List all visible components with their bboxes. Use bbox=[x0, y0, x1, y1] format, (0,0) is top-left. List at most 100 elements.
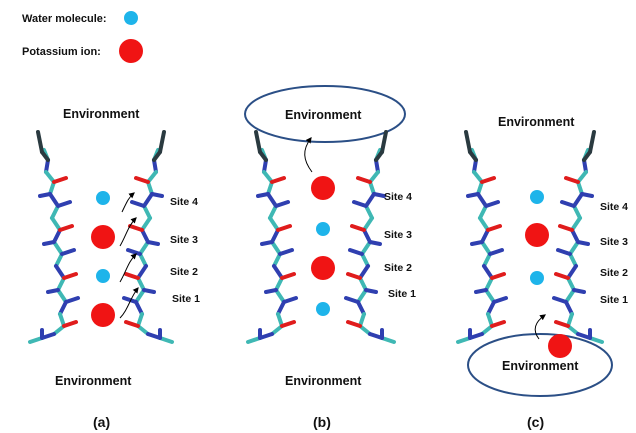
chain-bond bbox=[272, 264, 284, 280]
chain-side-bond bbox=[274, 200, 290, 208]
chain-bond bbox=[276, 312, 284, 328]
chain-side-bond bbox=[130, 200, 146, 208]
chain-side-bond bbox=[280, 272, 296, 280]
chain-side-bond bbox=[490, 320, 506, 328]
chain-bond bbox=[566, 264, 578, 280]
chain-bond bbox=[588, 336, 604, 344]
chain-bond bbox=[564, 300, 574, 316]
panel-a-site-3: Site 3 bbox=[170, 234, 198, 246]
panel-a-left-chain bbox=[28, 130, 80, 344]
chain-side-bond bbox=[470, 240, 484, 246]
chain-bond bbox=[52, 240, 64, 256]
chain-side-bond bbox=[128, 224, 144, 232]
panel-a-site-2: Site 2 bbox=[170, 266, 198, 278]
panel-b-potassium-1 bbox=[311, 176, 335, 200]
chain-bond bbox=[570, 228, 580, 244]
chain-bond bbox=[364, 192, 376, 208]
chain-side-bond bbox=[38, 192, 52, 198]
chain-side-bond bbox=[488, 248, 504, 256]
panel-c-potassium-1 bbox=[525, 223, 549, 247]
panel-b-left-chain bbox=[246, 130, 298, 344]
panel-a-arrow-1 bbox=[119, 287, 139, 319]
panel-b-top-env-ellipse bbox=[244, 85, 406, 143]
chain-bond bbox=[56, 288, 68, 304]
panel-a-site-4: Site 4 bbox=[170, 196, 198, 208]
chain-side-bond bbox=[280, 320, 296, 328]
chain-bond bbox=[136, 264, 148, 280]
chain-bond bbox=[368, 170, 380, 184]
chain-bond bbox=[50, 204, 60, 220]
chain-bond bbox=[576, 170, 588, 184]
panel-a-potassium-2 bbox=[91, 303, 115, 327]
panel-a-label: (a) bbox=[93, 414, 110, 430]
chain-side-bond bbox=[62, 272, 78, 280]
chain-side-bond bbox=[46, 288, 60, 294]
panel-b-arrow bbox=[304, 137, 313, 173]
chain-side-bond bbox=[380, 130, 388, 154]
panel-b-env-bottom: Environment bbox=[285, 374, 362, 388]
chain-side-bond bbox=[260, 240, 274, 246]
chain-bond bbox=[360, 240, 372, 256]
chain-bond bbox=[568, 240, 580, 256]
chain-bond bbox=[52, 324, 66, 336]
panel-b-site-3: Site 3 bbox=[384, 229, 412, 241]
chain-bond bbox=[246, 336, 262, 344]
chain-bond bbox=[268, 216, 280, 232]
chain-side-bond bbox=[134, 176, 150, 184]
legend-water-icon bbox=[124, 11, 138, 25]
chain-bond bbox=[482, 264, 494, 280]
chain-side-bond bbox=[62, 320, 78, 328]
chain-side-bond bbox=[556, 248, 572, 256]
chain-bond bbox=[52, 228, 62, 244]
chain-bond bbox=[362, 228, 372, 244]
chain-side-bond bbox=[150, 192, 164, 198]
chain-side-bond bbox=[278, 248, 294, 256]
chain-bond bbox=[274, 276, 284, 292]
panel-c-bottom-env-ellipse bbox=[467, 333, 613, 397]
chain-bond bbox=[58, 300, 68, 316]
panel-a-site-1: Site 1 bbox=[172, 293, 200, 305]
chain-bond bbox=[140, 228, 150, 244]
chain-bond bbox=[486, 300, 496, 316]
chain-bond bbox=[262, 158, 268, 174]
chain-bond bbox=[456, 336, 472, 344]
chain-bond bbox=[484, 288, 496, 304]
chain-side-bond bbox=[256, 192, 270, 198]
chain-bond bbox=[48, 192, 60, 208]
chain-bond bbox=[380, 336, 396, 344]
panel-b-water-1 bbox=[316, 222, 330, 236]
panel-c: Environment Environment Site 4 Site 3 Si… bbox=[456, 115, 628, 430]
panel-c-site-4: Site 4 bbox=[600, 201, 628, 213]
chain-side-bond bbox=[282, 296, 298, 304]
chain-bond bbox=[56, 276, 66, 292]
chain-side-bond bbox=[474, 288, 488, 294]
chain-bond bbox=[134, 288, 146, 304]
chain-bond bbox=[54, 264, 66, 280]
chain-bond bbox=[136, 276, 146, 292]
chain-side-bond bbox=[490, 272, 506, 280]
chain-bond bbox=[268, 204, 278, 220]
chain-side-bond bbox=[146, 240, 160, 246]
panel-b-label: (b) bbox=[313, 414, 331, 430]
chain-bond bbox=[566, 276, 576, 292]
chain-side-bond bbox=[42, 240, 56, 246]
chain-bond bbox=[44, 158, 50, 174]
chain-bond bbox=[140, 216, 152, 232]
chain-bond bbox=[484, 276, 494, 292]
panel-a-water-2 bbox=[96, 269, 110, 283]
chain-bond bbox=[480, 324, 494, 336]
panel-b-site-4: Site 4 bbox=[384, 191, 412, 203]
chain-side-bond bbox=[122, 296, 138, 304]
chain-bond bbox=[272, 252, 282, 268]
chain-side-bond bbox=[554, 272, 570, 280]
chain-bond bbox=[374, 158, 380, 174]
panel-c-site-3: Site 3 bbox=[600, 236, 628, 248]
chain-side-bond bbox=[364, 288, 378, 294]
chain-side-bond bbox=[372, 192, 386, 198]
chain-bond bbox=[480, 228, 490, 244]
legend: Water molecule: Potassium ion: bbox=[22, 11, 143, 63]
panel-c-env-bottom: Environment bbox=[502, 359, 579, 373]
chain-bond bbox=[50, 216, 62, 232]
panel-b-right-chain bbox=[344, 130, 396, 344]
legend-potassium-label: Potassium ion: bbox=[22, 46, 101, 58]
